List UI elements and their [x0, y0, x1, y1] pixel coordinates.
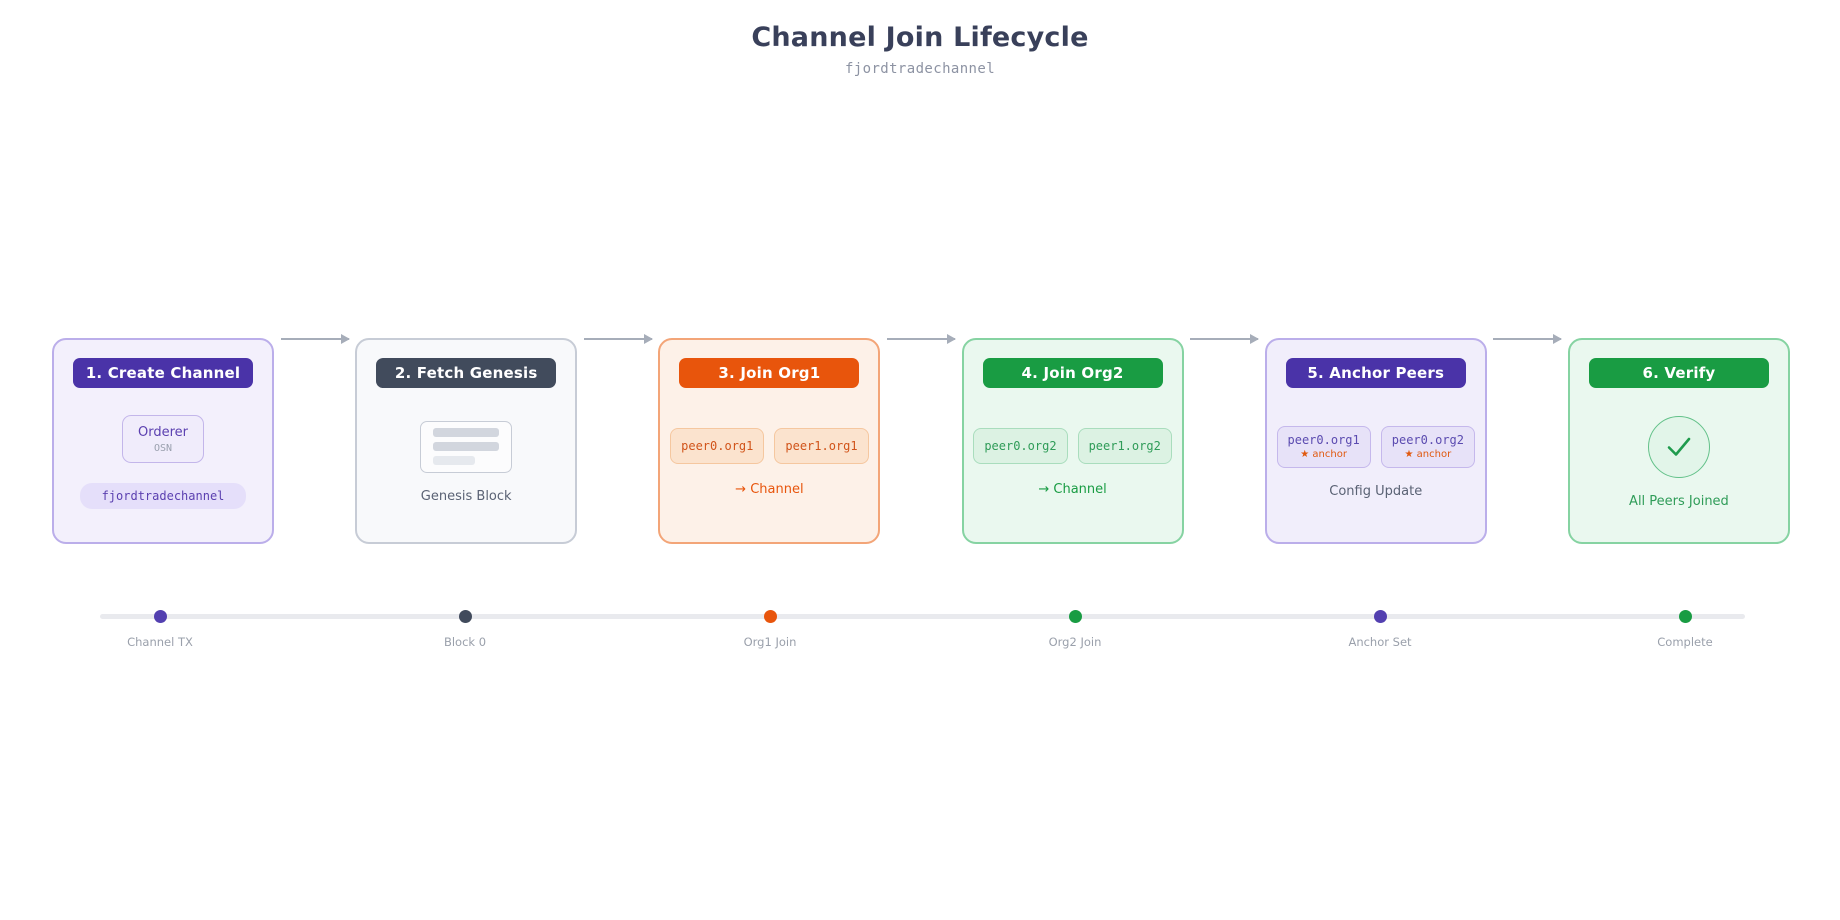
stage-anchor-peers: 5. Anchor Peers peer0.org1 ★ anchor peer…	[1264, 338, 1487, 544]
peer-list: peer0.org2 peer1.org2	[973, 427, 1172, 464]
stage-card[interactable]: 3. Join Org1 peer0.org1 peer1.org1 → Cha…	[658, 338, 881, 544]
timeline-item-org2-join[interactable]: Org2 Join	[1015, 600, 1135, 649]
check-icon	[1647, 415, 1710, 478]
connector-arrow-4	[1190, 334, 1260, 344]
timeline-label: Block 0	[443, 635, 487, 649]
timeline-item-org1-join[interactable]: Org1 Join	[710, 600, 830, 649]
stage-verify: 6. Verify All Peers Joined	[1567, 338, 1790, 544]
stage-note: → Channel	[735, 481, 804, 497]
connector-arrow-3	[886, 334, 956, 344]
stage-body: peer0.org1 peer1.org1 → Channel	[660, 388, 878, 542]
stage-join-org1: 3. Join Org1 peer0.org1 peer1.org1 → Cha…	[658, 338, 881, 544]
orderer-subtitle: OSN	[153, 442, 173, 454]
stage-pill-label: 2. Fetch Genesis	[376, 358, 557, 388]
timeline-label: Org2 Join	[1048, 635, 1102, 649]
anchor-badge: ★ anchor	[1404, 449, 1452, 460]
stage-caption: Config Update	[1329, 483, 1423, 499]
channel-name-badge: fjordtradechannel	[79, 483, 247, 509]
stage-caption: Genesis Block	[420, 488, 512, 504]
timeline-label: Channel TX	[127, 635, 193, 649]
peer-name: peer0.org2	[1391, 433, 1464, 447]
timeline-items: Channel TX Block 0 Org1 Join Org2 Join A…	[100, 600, 1745, 649]
peer-chip[interactable]: peer0.org2 ★ anchor	[1380, 425, 1475, 468]
stage-pill-label: 5. Anchor Peers	[1285, 358, 1466, 388]
timeline-item-complete[interactable]: Complete	[1625, 600, 1745, 649]
orderer-title: Orderer	[137, 424, 188, 440]
connector-arrow-2	[583, 334, 653, 344]
connector-arrow-1	[280, 334, 350, 344]
timeline-dot	[458, 610, 472, 623]
timeline-item-channel-tx[interactable]: Channel TX	[100, 600, 220, 649]
peer-name: peer0.org1	[1287, 433, 1360, 447]
page-subtitle: fjordtradechannel	[844, 61, 996, 77]
timeline-track	[100, 614, 1745, 619]
timeline-dot	[1678, 610, 1692, 623]
genesis-block-icon	[420, 420, 513, 473]
peer-chip[interactable]: peer1.org2	[1077, 427, 1172, 464]
peer-chip[interactable]: peer0.org1 ★ anchor	[1276, 425, 1371, 468]
stage-card[interactable]: 4. Join Org2 peer0.org2 peer1.org2 → Cha…	[961, 338, 1184, 544]
peer-list: peer0.org1 ★ anchor peer0.org2 ★ anchor	[1276, 425, 1475, 468]
block-line	[433, 428, 500, 437]
block-line	[433, 456, 476, 465]
timeline-dot	[763, 610, 777, 623]
stage-body: Genesis Block	[357, 388, 575, 542]
stage-body: peer0.org2 peer1.org2 → Channel	[964, 388, 1182, 542]
timeline-item-block-0[interactable]: Block 0	[405, 600, 525, 649]
stage-pill-label: 3. Join Org1	[679, 358, 860, 388]
stage-body: Orderer OSN fjordtradechannel	[54, 388, 272, 542]
stage-card[interactable]: 6. Verify All Peers Joined	[1567, 338, 1790, 544]
stage-body: peer0.org1 ★ anchor peer0.org2 ★ anchor …	[1267, 388, 1485, 542]
block-line	[433, 442, 500, 451]
peer-name: peer1.org2	[1088, 438, 1161, 453]
timeline-item-anchor-set[interactable]: Anchor Set	[1320, 600, 1440, 649]
stage-card[interactable]: 5. Anchor Peers peer0.org1 ★ anchor peer…	[1264, 338, 1487, 544]
stage-pill-label: 1. Create Channel	[73, 358, 253, 388]
stage-pill-label: 6. Verify	[1588, 358, 1769, 388]
timeline-dot	[1068, 610, 1082, 623]
stage-card[interactable]: 2. Fetch Genesis Genesis Block	[355, 338, 578, 544]
stage-join-org2: 4. Join Org2 peer0.org2 peer1.org2 → Cha…	[961, 338, 1184, 544]
timeline-dot	[1373, 610, 1387, 623]
connector-arrow-5	[1493, 334, 1563, 344]
peer-name: peer0.org2	[984, 438, 1057, 453]
orderer-node: Orderer OSN	[122, 415, 204, 463]
timeline-dot	[153, 610, 167, 623]
stage-pill-label: 4. Join Org2	[982, 358, 1163, 388]
stage-note: → Channel	[1038, 481, 1107, 497]
page-title: Channel Join Lifecycle	[751, 22, 1089, 53]
timeline-label: Complete	[1657, 635, 1713, 649]
page-header: Channel Join Lifecycle fjordtradechannel	[0, 22, 1840, 77]
peer-chip[interactable]: peer1.org1	[774, 427, 869, 464]
stage-body: All Peers Joined	[1570, 388, 1788, 542]
timeline-label: Anchor Set	[1348, 635, 1412, 649]
stage-caption: All Peers Joined	[1629, 493, 1729, 509]
stage-fetch-genesis: 2. Fetch Genesis Genesis Block	[355, 338, 578, 544]
stage-row: 1. Create Channel Orderer OSN fjordtrade…	[52, 334, 1790, 544]
timeline-label: Org1 Join	[743, 635, 797, 649]
peer-chip[interactable]: peer0.org1	[670, 427, 765, 464]
peer-name: peer0.org1	[681, 438, 754, 453]
peer-chip[interactable]: peer0.org2	[973, 427, 1068, 464]
timeline: Channel TX Block 0 Org1 Join Org2 Join A…	[100, 600, 1745, 670]
stage-create-channel: 1. Create Channel Orderer OSN fjordtrade…	[52, 338, 274, 544]
peer-name: peer1.org1	[785, 438, 858, 453]
peer-list: peer0.org1 peer1.org1	[670, 427, 869, 464]
stage-card[interactable]: 1. Create Channel Orderer OSN fjordtrade…	[52, 338, 274, 544]
anchor-badge: ★ anchor	[1300, 449, 1347, 460]
